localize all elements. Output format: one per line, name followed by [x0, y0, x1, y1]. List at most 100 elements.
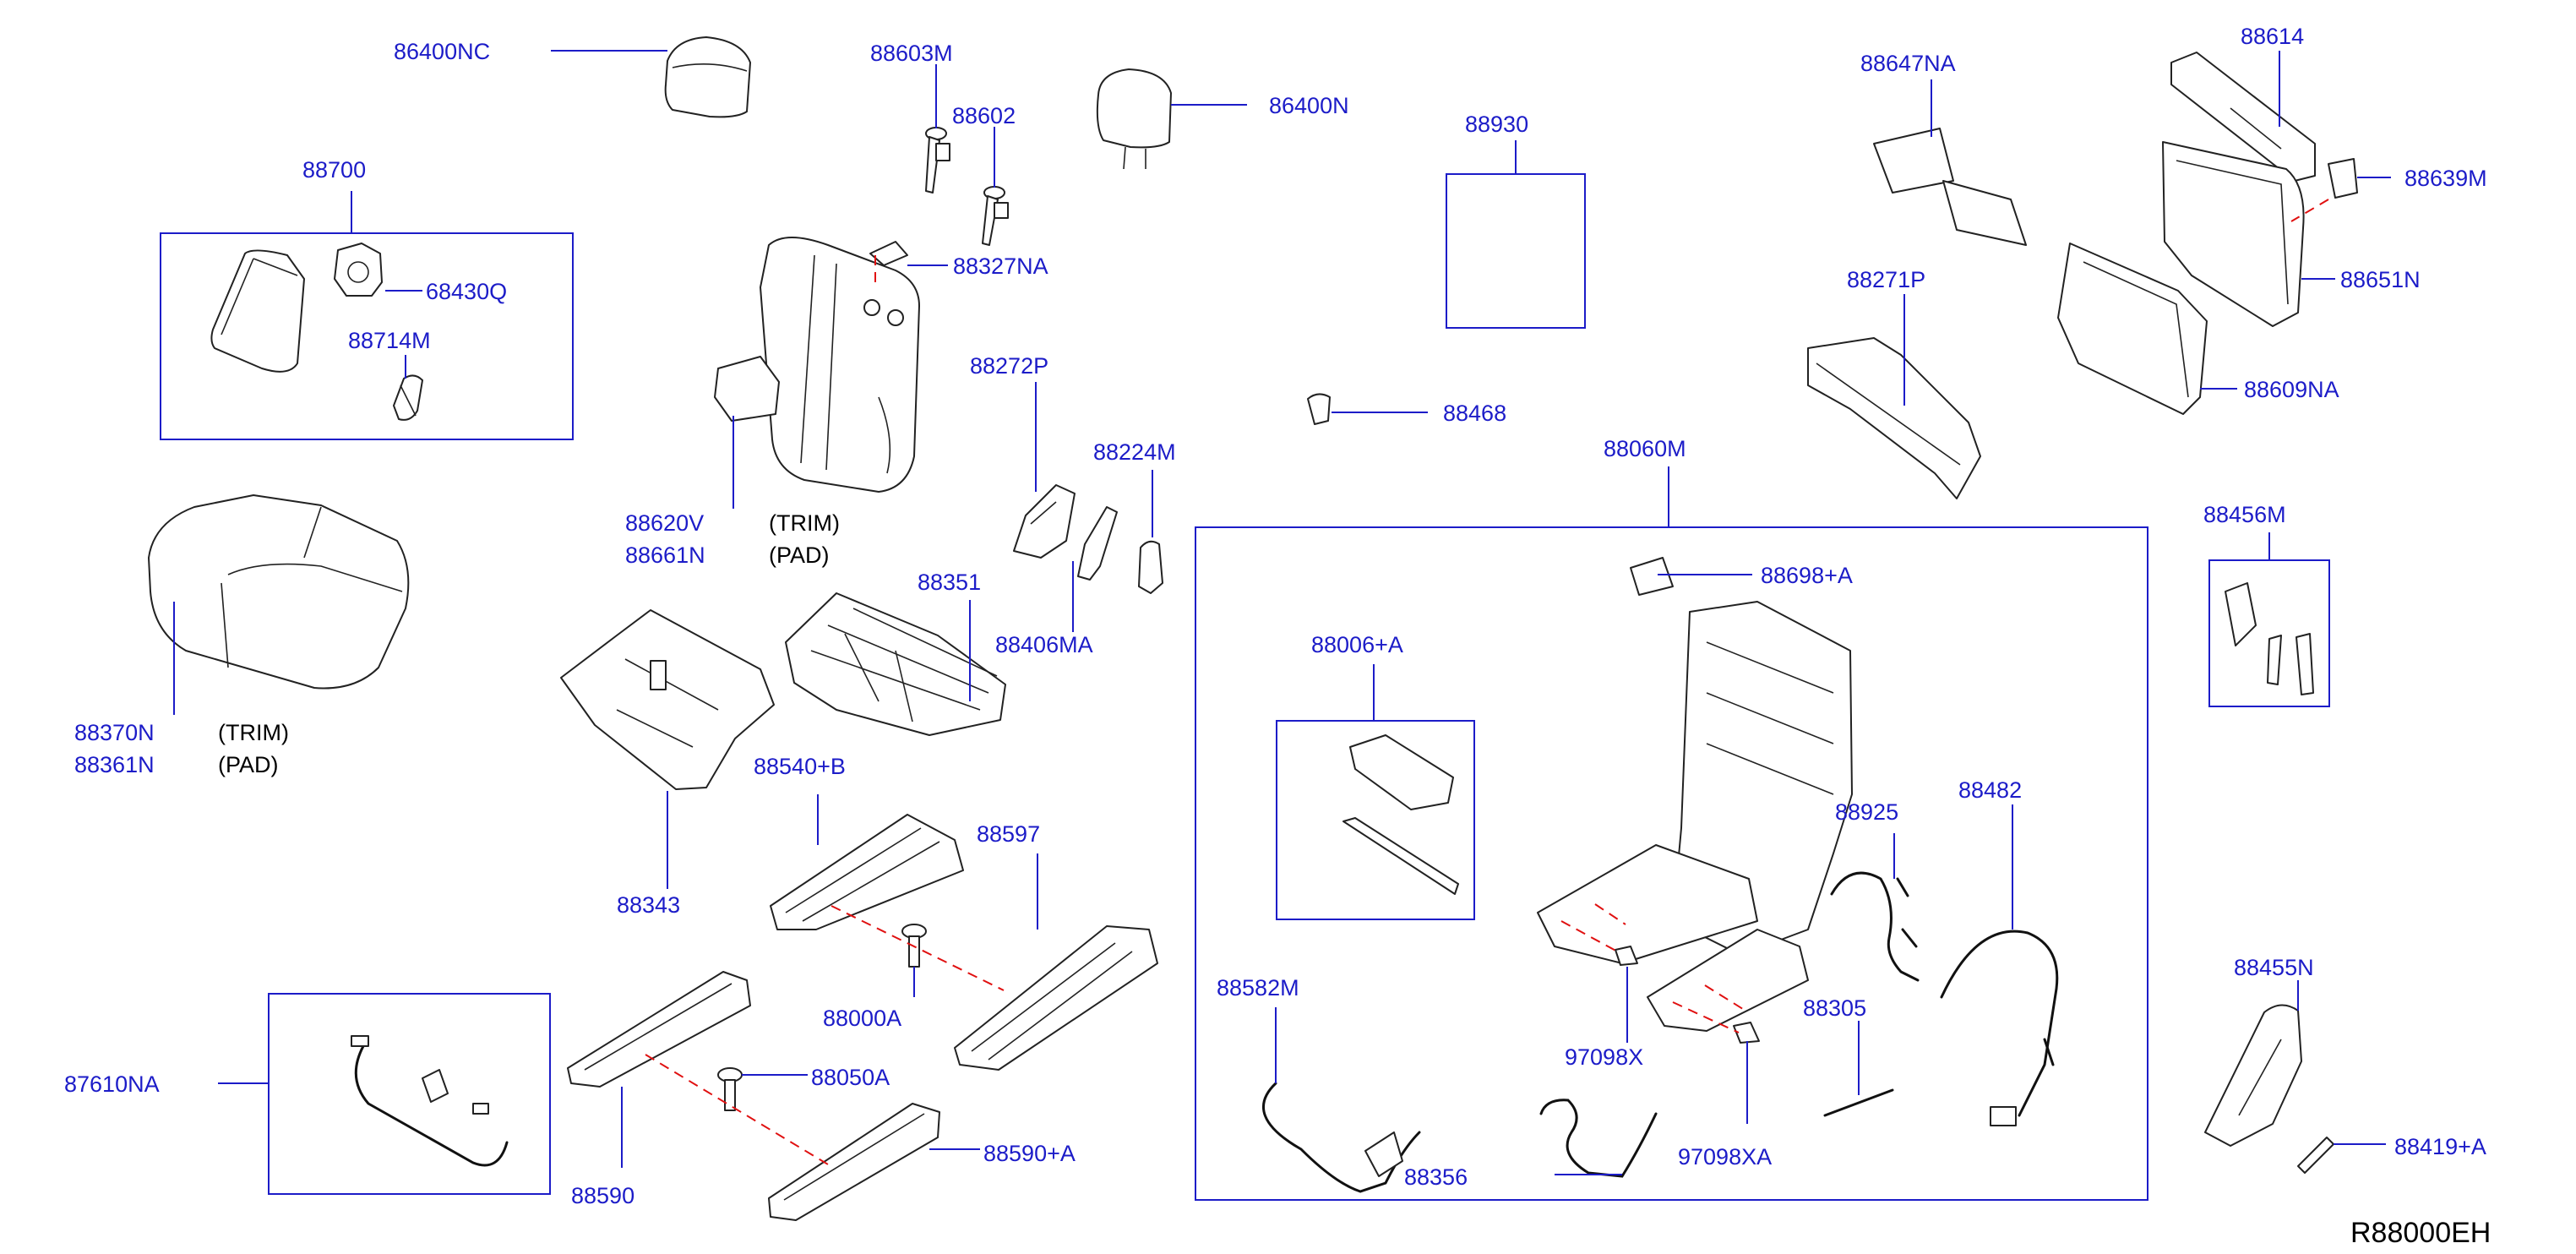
label-88639m: 88639M	[2404, 166, 2487, 191]
label-88468: 88468	[1443, 401, 1506, 426]
label-88482: 88482	[1958, 777, 2022, 803]
label-88582m: 88582M	[1217, 975, 1299, 1000]
label-trim-seat-back: (TRIM)	[769, 510, 840, 536]
harness-87610na-drawing	[351, 1035, 509, 1167]
rod-88305-drawing	[1823, 1088, 1894, 1117]
bolt-88050a-drawing	[717, 1067, 743, 1111]
label-pad-cushion: (PAD)	[218, 752, 279, 777]
bracket-97098xa-drawing	[1733, 1022, 1760, 1044]
label-88661n: 88661N	[625, 542, 705, 568]
bracket-97098x-drawing	[1615, 946, 1638, 966]
label-88370n: 88370N	[74, 720, 155, 745]
label-68430q: 68430Q	[426, 279, 507, 304]
handle-88614-drawing	[2170, 52, 2316, 182]
label-88651n: 88651N	[2340, 267, 2421, 292]
label-88540b: 88540+B	[754, 754, 846, 779]
label-88930: 88930	[1465, 112, 1528, 137]
label-88925: 88925	[1835, 799, 1898, 825]
label-pad-seat-back: (PAD)	[769, 542, 830, 568]
label-87610na: 87610NA	[64, 1071, 160, 1097]
knob-88639m-drawing	[2328, 158, 2358, 199]
headrest-86400n-drawing	[1096, 68, 1172, 170]
bracket-88272p-drawing	[1013, 484, 1076, 559]
label-88050a: 88050A	[811, 1065, 890, 1090]
assembly-line-88000a	[831, 905, 1005, 991]
label-88305: 88305	[1803, 995, 1866, 1021]
group-box-88930	[1446, 173, 1586, 329]
clip-88468-drawing	[1307, 393, 1331, 425]
label-88351: 88351	[918, 570, 981, 595]
panel-88647na-drawing	[1873, 128, 2027, 246]
label-88597: 88597	[977, 821, 1040, 847]
seat-frame-88060m-drawing	[1537, 601, 1853, 1032]
assembly-line-97098xa-2	[1704, 984, 1746, 1011]
label-88000a: 88000A	[823, 1006, 901, 1031]
bolt-88000a-drawing	[901, 924, 927, 968]
assembly-line-97098xa	[1672, 1001, 1740, 1033]
label-88590: 88590	[571, 1183, 634, 1208]
diagram-reference-code: R88000EH	[2350, 1217, 2491, 1249]
label-trim-cushion: (TRIM)	[218, 720, 289, 745]
group-box-87610na	[268, 993, 551, 1195]
label-88620v: 88620V	[625, 510, 704, 536]
bracket-88006a-drawing	[1342, 734, 1459, 895]
label-88456m: 88456M	[2203, 502, 2286, 527]
trim-88540b-drawing	[770, 814, 964, 930]
harness-88925-drawing	[1830, 871, 1920, 982]
cover-88224m-drawing	[1138, 540, 1163, 594]
leader-lines	[173, 50, 2391, 1175]
bracket-88271p-drawing	[1807, 337, 1981, 499]
assembly-line-97098x	[1560, 920, 1621, 954]
assembly-line-88050a	[645, 1054, 829, 1165]
label-88406ma: 88406MA	[995, 632, 1093, 657]
trim-88590-drawing	[567, 971, 751, 1088]
pin-88602-drawing	[982, 186, 1009, 246]
label-88590a: 88590+A	[983, 1141, 1076, 1166]
label-88271p: 88271P	[1847, 267, 1925, 292]
clip-88327na-drawing	[869, 241, 908, 266]
headrest-86400nc-drawing	[664, 36, 751, 118]
armrest-88700-drawing	[210, 243, 423, 421]
assembly-line-88639m	[2290, 199, 2329, 222]
assembly-line-97098x-2	[1594, 903, 1626, 925]
label-97098xa: 97098XA	[1678, 1144, 1772, 1169]
cover-88456m-drawing	[2225, 582, 2314, 695]
part-88698a-drawing	[1630, 557, 1674, 596]
group-box-88006a	[1276, 720, 1475, 920]
floor-pan-88343-drawing	[560, 609, 775, 790]
label-88356: 88356	[1404, 1164, 1468, 1190]
label-97098x: 97098X	[1565, 1044, 1643, 1070]
label-88272p: 88272P	[970, 353, 1048, 379]
label-88224m: 88224M	[1093, 439, 1176, 465]
trim-88597-drawing	[954, 925, 1158, 1071]
panel-88651n-drawing	[2162, 141, 2305, 327]
label-88419a: 88419+A	[2394, 1134, 2486, 1159]
panel-88609na-drawing	[2057, 243, 2208, 415]
label-88602: 88602	[952, 103, 1016, 128]
cover-88406ma-drawing	[1077, 506, 1118, 581]
label-88060m: 88060M	[1604, 436, 1686, 461]
label-88455n: 88455N	[2234, 955, 2314, 980]
label-88343: 88343	[617, 892, 680, 918]
seat-cushion-88370n-drawing	[148, 494, 410, 690]
label-86400n: 86400N	[1269, 93, 1349, 118]
strip-88419a-drawing	[2297, 1137, 2334, 1174]
pin-88603m-drawing	[925, 127, 950, 194]
label-88700: 88700	[302, 157, 366, 183]
label-88609na: 88609NA	[2244, 377, 2339, 402]
harness-88582m-drawing	[1261, 1082, 1421, 1193]
label-88603m: 88603M	[870, 41, 953, 66]
label-88327na: 88327NA	[953, 254, 1048, 279]
label-88006a: 88006+A	[1311, 632, 1403, 657]
label-88361n: 88361N	[74, 752, 155, 777]
harness-88356-drawing	[1539, 1099, 1658, 1178]
trim-88590a-drawing	[768, 1103, 940, 1221]
label-88698a: 88698+A	[1761, 563, 1853, 588]
cover-88455n-drawing	[2204, 1004, 2302, 1147]
group-box-88700	[160, 232, 574, 440]
label-88614: 88614	[2241, 24, 2304, 49]
seat-back-88620v-drawing	[714, 237, 920, 493]
group-box-88060m	[1195, 526, 2148, 1201]
label-88647na: 88647NA	[1860, 51, 1956, 76]
